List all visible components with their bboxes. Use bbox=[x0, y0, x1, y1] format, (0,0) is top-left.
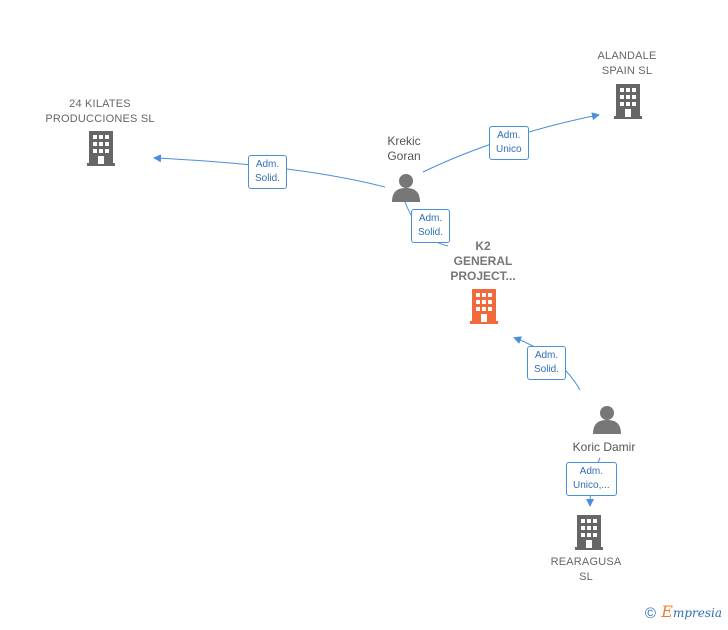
edge-label-line: Adm. bbox=[497, 130, 521, 141]
node-label-line: SPAIN SL bbox=[601, 65, 653, 77]
edge-label-line: Adm. bbox=[579, 466, 604, 477]
node-label-rearagusa[interactable]: REARAGUSA SL bbox=[551, 555, 622, 585]
edge-label-line: Adm. bbox=[255, 159, 280, 170]
edge-label-krekic-k2[interactable]: Adm. Solid. bbox=[411, 209, 451, 243]
building-icon[interactable] bbox=[575, 515, 603, 550]
node-label-line: PRODUCCIONES SL bbox=[45, 113, 155, 125]
node-label-line: GENERAL bbox=[453, 254, 513, 268]
edge-label-krekic-alandale[interactable]: Adm. Unico bbox=[489, 126, 529, 160]
edge-label-line: Solid. bbox=[418, 227, 444, 238]
node-label-line: REARAGUSA bbox=[550, 556, 622, 568]
node-label-24-kilates[interactable]: 24 KILATES PRODUCCIONES SL bbox=[45, 97, 154, 127]
node-label-line: PROJECT... bbox=[450, 269, 516, 283]
node-label-krekic[interactable]: Krekic Goran bbox=[387, 134, 420, 164]
edge-label-line: Solid. bbox=[534, 364, 560, 375]
brand-footer[interactable]: © Empresia bbox=[645, 602, 722, 622]
node-label-line: 24 KILATES bbox=[69, 98, 131, 110]
node-label-line: ALANDALE bbox=[597, 50, 657, 62]
person-icon[interactable] bbox=[593, 406, 621, 434]
edge-label-line: Unico,... bbox=[573, 480, 610, 491]
brand-initial: E bbox=[661, 602, 673, 621]
brand-name: mpresia bbox=[672, 606, 722, 620]
edge-label-line: Adm. bbox=[418, 213, 443, 224]
edge-label-koric-rearagusa[interactable]: Adm. Unico,... bbox=[566, 462, 617, 496]
edge-label-line: Unico bbox=[496, 144, 522, 155]
node-label-line: SL bbox=[579, 571, 593, 583]
copyright-symbol: © bbox=[644, 605, 656, 622]
node-label-line: Goran bbox=[387, 149, 421, 163]
edge-label-krekic-kilates[interactable]: Adm. Solid. bbox=[248, 155, 288, 189]
edge-label-line: Solid. bbox=[255, 173, 281, 184]
person-icon[interactable] bbox=[392, 174, 420, 202]
node-label-koric[interactable]: Koric Damir bbox=[573, 440, 636, 455]
node-label-line: Koric Damir bbox=[572, 440, 636, 454]
edge-label-koric-k2[interactable]: Adm. Solid. bbox=[527, 346, 567, 380]
building-icon[interactable] bbox=[614, 84, 642, 119]
node-label-line: K2 bbox=[475, 239, 491, 253]
building-icon[interactable] bbox=[87, 131, 115, 166]
node-label-line: Krekic bbox=[387, 134, 421, 148]
node-label-k2[interactable]: K2 GENERAL PROJECT... bbox=[450, 239, 515, 284]
node-label-alandale[interactable]: ALANDALE SPAIN SL bbox=[597, 49, 656, 79]
edge-label-line: Adm. bbox=[534, 350, 559, 361]
building-icon[interactable] bbox=[470, 289, 498, 324]
